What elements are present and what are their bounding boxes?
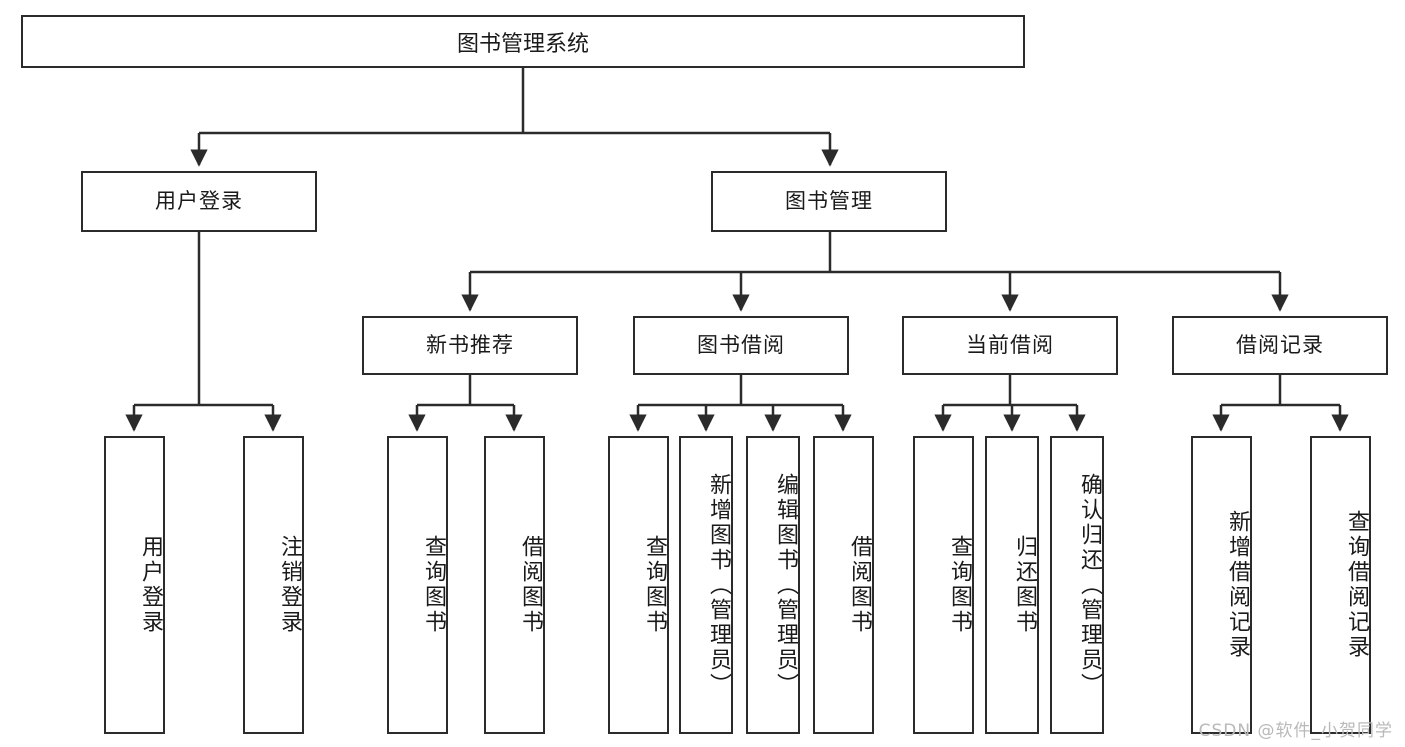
node-current-borrow[interactable]: 当前借阅 bbox=[902, 316, 1118, 375]
node-label: 查询图书 bbox=[421, 535, 446, 635]
node-label: 图书借阅 bbox=[697, 332, 785, 357]
leaf-node[interactable]: 查询图书 bbox=[608, 436, 669, 734]
csdn-watermark: CSDN @软件_小贺同学 bbox=[1198, 721, 1393, 741]
leaf-node[interactable]: 新增图书（管理员） bbox=[679, 436, 733, 734]
node-new-book-recommend[interactable]: 新书推荐 bbox=[362, 316, 578, 375]
leaf-node[interactable]: 查询图书 bbox=[387, 436, 448, 734]
leaf-node[interactable]: 新增借阅记录 bbox=[1191, 436, 1252, 734]
leaf-node[interactable]: 用户登录 bbox=[104, 436, 165, 734]
node-label: 查询图书 bbox=[947, 535, 972, 635]
leaf-node[interactable]: 查询借阅记录 bbox=[1310, 436, 1371, 734]
node-label: 图书管理系统 bbox=[456, 31, 589, 57]
node-label: 借阅记录 bbox=[1236, 332, 1324, 357]
leaf-node[interactable]: 归还图书 bbox=[985, 436, 1039, 734]
node-user-login[interactable]: 用户登录 bbox=[81, 171, 317, 232]
node-label: 确认归还（管理员） bbox=[1077, 472, 1102, 698]
node-root[interactable]: 图书管理系统 bbox=[21, 15, 1025, 68]
node-label: 查询图书 bbox=[642, 535, 667, 635]
leaf-node[interactable]: 查询图书 bbox=[913, 436, 974, 734]
node-label: 查询借阅记录 bbox=[1344, 510, 1369, 660]
node-borrow-record[interactable]: 借阅记录 bbox=[1172, 316, 1388, 375]
node-label: 注销登录 bbox=[277, 535, 302, 635]
node-label: 用户登录 bbox=[155, 188, 243, 213]
node-book-management[interactable]: 图书管理 bbox=[711, 171, 947, 232]
node-label: 借阅图书 bbox=[847, 535, 872, 635]
node-label: 新增借阅记录 bbox=[1225, 510, 1250, 660]
node-label: 借阅图书 bbox=[518, 535, 543, 635]
node-label: 归还图书 bbox=[1012, 535, 1037, 635]
node-book-borrow[interactable]: 图书借阅 bbox=[633, 316, 849, 375]
node-label: 编辑图书（管理员） bbox=[773, 472, 798, 698]
node-label: 图书管理 bbox=[785, 188, 873, 213]
node-label: 新增图书（管理员） bbox=[706, 472, 731, 698]
leaf-node[interactable]: 借阅图书 bbox=[813, 436, 874, 734]
node-label: 用户登录 bbox=[138, 535, 163, 635]
node-label: 新书推荐 bbox=[426, 332, 514, 357]
leaf-node[interactable]: 借阅图书 bbox=[484, 436, 545, 734]
node-label: 当前借阅 bbox=[966, 332, 1054, 357]
leaf-node[interactable]: 编辑图书（管理员） bbox=[746, 436, 800, 734]
leaf-node[interactable]: 注销登录 bbox=[243, 436, 304, 734]
leaf-node[interactable]: 确认归还（管理员） bbox=[1050, 436, 1104, 734]
